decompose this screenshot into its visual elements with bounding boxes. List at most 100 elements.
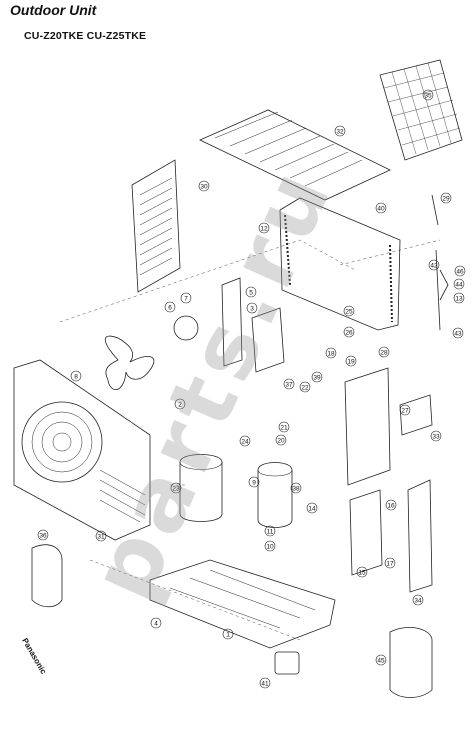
electronic-controller — [349, 489, 383, 576]
svg-text:25: 25 — [345, 309, 353, 316]
svg-text:34: 34 — [414, 598, 422, 605]
callout-26: 26 — [343, 326, 355, 338]
svg-text:9: 9 — [252, 480, 256, 487]
expansion-valve — [431, 194, 439, 226]
compressor — [257, 462, 293, 528]
callout-16: 16 — [385, 499, 397, 511]
control-box — [344, 367, 391, 486]
svg-text:3: 3 — [250, 306, 254, 313]
callout-15: 15 — [356, 566, 368, 578]
svg-text:33: 33 — [432, 434, 440, 441]
svg-text:1: 1 — [226, 632, 230, 639]
callout-8: 8 — [70, 370, 82, 382]
svg-text:36: 36 — [39, 533, 47, 540]
svg-text:44: 44 — [455, 282, 463, 289]
svg-text:35: 35 — [424, 93, 432, 100]
svg-text:24: 24 — [241, 439, 249, 446]
svg-text:11: 11 — [267, 529, 274, 536]
partition-plate — [251, 307, 285, 373]
top-panel-ribs — [214, 111, 363, 187]
svg-text:19: 19 — [347, 359, 355, 366]
callout-43: 43 — [452, 327, 464, 339]
callout-11: 11 — [264, 525, 276, 537]
sensor-assembly — [435, 249, 449, 331]
callout-9: 9 — [248, 476, 260, 488]
fan-motor — [173, 315, 199, 341]
svg-text:2: 2 — [178, 402, 182, 409]
svg-text:27: 27 — [401, 408, 409, 415]
fin-guard-net — [379, 59, 463, 161]
callout-4: 4 — [150, 617, 162, 629]
callout-7: 7 — [180, 292, 192, 304]
svg-text:13: 13 — [455, 296, 463, 303]
callout-42: 42 — [428, 259, 440, 271]
svg-text:8: 8 — [74, 374, 78, 381]
svg-text:15: 15 — [358, 570, 366, 577]
callout-10: 10 — [264, 540, 276, 552]
svg-text:37: 37 — [285, 382, 293, 389]
callout-37: 37 — [283, 378, 295, 390]
right-side-cover — [407, 479, 433, 593]
svg-text:31: 31 — [97, 534, 105, 541]
base-pan — [149, 559, 336, 649]
callout-46: 46 — [454, 265, 466, 277]
part-callouts: 1 2 3 4 5 6 7 8 9 10 11 12 13 14 15 16 1… — [37, 89, 466, 689]
callout-38: 38 — [290, 482, 302, 494]
fan-motor-bracket — [221, 277, 243, 367]
callout-12: 12 — [258, 222, 270, 234]
svg-text:32: 32 — [336, 129, 344, 136]
callout-40: 40 — [375, 202, 387, 214]
svg-text:22: 22 — [301, 385, 309, 392]
callout-24: 24 — [239, 435, 251, 447]
left-soundproof-sheet — [31, 544, 63, 608]
callout-18: 18 — [325, 347, 337, 359]
callout-3: 3 — [246, 302, 258, 314]
model-numbers: CU-Z20TKE CU-Z25TKE — [24, 30, 147, 42]
callout-41: 41 — [259, 677, 271, 689]
svg-text:21: 21 — [280, 425, 288, 432]
callout-5: 5 — [245, 286, 257, 298]
callout-45: 45 — [375, 654, 387, 666]
svg-text:38: 38 — [292, 486, 300, 493]
propeller-fan — [104, 335, 155, 390]
fan-grille — [21, 401, 103, 483]
soundproof-cover — [179, 454, 223, 522]
svg-text:20: 20 — [277, 438, 285, 445]
svg-text:14: 14 — [308, 506, 316, 513]
svg-text:23: 23 — [172, 486, 180, 493]
terminal-board — [399, 394, 433, 436]
svg-text:30: 30 — [200, 184, 208, 191]
svg-text:43: 43 — [454, 331, 462, 338]
callout-20: 20 — [275, 434, 287, 446]
svg-text:10: 10 — [266, 544, 274, 551]
accessory-part — [274, 651, 300, 675]
front-grille-logo: Panasonic — [20, 637, 48, 677]
callout-27: 27 — [399, 404, 411, 416]
svg-text:7: 7 — [184, 296, 188, 303]
callout-22: 22 — [299, 381, 311, 393]
svg-text:4: 4 — [154, 621, 158, 628]
callout-19: 19 — [345, 355, 357, 367]
callout-44: 44 — [453, 278, 465, 290]
callout-35: 35 — [422, 89, 434, 101]
svg-text:45: 45 — [377, 658, 385, 665]
svg-text:12: 12 — [260, 226, 268, 233]
condenser-coil — [279, 197, 401, 331]
svg-text:41: 41 — [261, 681, 269, 688]
callout-6: 6 — [164, 301, 176, 313]
callout-39: 39 — [311, 371, 323, 383]
callout-2: 2 — [174, 398, 186, 410]
svg-text:18: 18 — [327, 351, 335, 358]
callout-13: 13 — [453, 292, 465, 304]
svg-text:26: 26 — [345, 330, 353, 337]
callout-1: 1 — [222, 628, 234, 640]
svg-text:42: 42 — [430, 263, 438, 270]
page-title: Outdoor Unit — [10, 2, 97, 18]
callout-25: 25 — [343, 305, 355, 317]
svg-text:40: 40 — [377, 206, 385, 213]
bottom-soundproof-sheet — [389, 627, 433, 698]
svg-text:28: 28 — [380, 350, 388, 357]
callout-29: 29 — [440, 192, 452, 204]
callout-32: 32 — [334, 125, 346, 137]
callout-28: 28 — [378, 346, 390, 358]
